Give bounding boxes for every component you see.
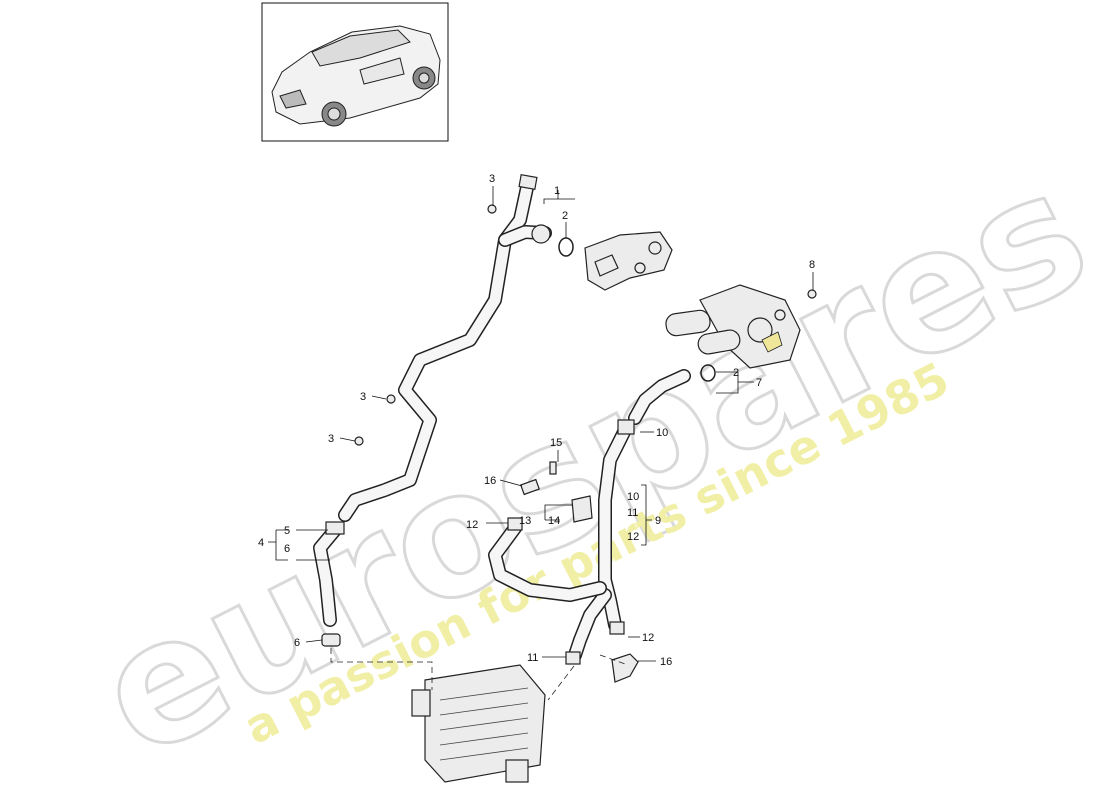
coolant-distributor xyxy=(584,231,673,291)
callout-16: 16 xyxy=(484,475,496,487)
thermostat-housing xyxy=(665,284,801,369)
bolt xyxy=(549,461,557,475)
callout-3: 3 xyxy=(360,391,366,403)
callout-2: 2 xyxy=(733,367,739,379)
callout-9: 9 xyxy=(655,515,661,527)
bracket xyxy=(571,495,593,523)
callout-10: 10 xyxy=(627,491,639,503)
vehicle-thumbnail xyxy=(261,2,449,142)
callout-labels: 1 2 3 8 2 7 3 3 10 15 16 10 11 9 12 13 1… xyxy=(258,173,815,668)
callout-1: 1 xyxy=(554,185,560,197)
callout-11: 11 xyxy=(527,652,538,664)
callout-15: 15 xyxy=(550,437,562,449)
callout-5: 5 xyxy=(284,525,290,537)
watermark-brand: eurospares xyxy=(69,132,1100,796)
bolt-8 xyxy=(807,289,817,299)
o-ring xyxy=(558,237,574,257)
watermark: eurospares a passion for parts since 198… xyxy=(67,131,1100,798)
callout-7: 7 xyxy=(756,377,762,389)
callout-6: 6 xyxy=(294,637,300,649)
callout-12: 12 xyxy=(466,519,478,531)
thermostat-hose xyxy=(628,364,716,425)
callout-11: 11 xyxy=(627,507,638,519)
bolt-3c xyxy=(354,436,364,446)
callout-10: 10 xyxy=(656,427,668,439)
bolt-3a xyxy=(487,204,497,214)
callout-14: 14 xyxy=(548,515,560,527)
car-icon xyxy=(271,25,441,127)
callout-3: 3 xyxy=(489,173,495,185)
leaders xyxy=(268,186,814,662)
central-hose xyxy=(488,419,635,665)
callout-2: 2 xyxy=(562,210,568,222)
callout-13: 13 xyxy=(519,515,531,527)
bolt-3b xyxy=(386,394,396,404)
oil-cooler xyxy=(411,664,546,783)
callout-16: 16 xyxy=(660,656,672,668)
callout-6: 6 xyxy=(284,543,290,555)
callout-3: 3 xyxy=(328,433,334,445)
connector xyxy=(520,478,540,496)
callout-4: 4 xyxy=(258,537,264,549)
guide-lines xyxy=(330,648,629,701)
callout-8: 8 xyxy=(809,259,815,271)
temp-sensor xyxy=(611,653,639,683)
callout-12: 12 xyxy=(627,531,639,543)
callout-12: 12 xyxy=(642,632,654,644)
lower-hose xyxy=(313,521,345,647)
upper-coolant-pipe xyxy=(338,174,552,522)
